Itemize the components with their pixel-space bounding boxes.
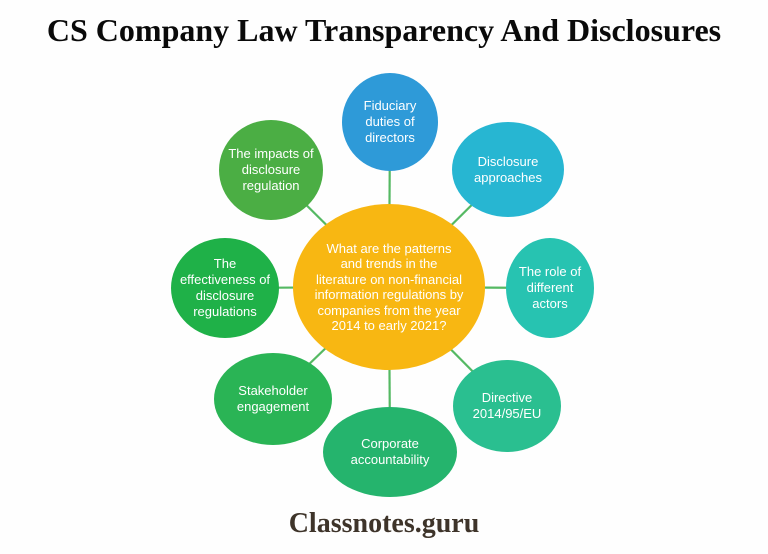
node-corporate-accountability: Corporate accountability <box>323 407 457 497</box>
node-fiduciary-duties: Fiduciary duties of directors <box>342 73 438 171</box>
node-label: The effectiveness of disclosure regulati… <box>179 256 271 319</box>
node-label: Stakeholder engagement <box>236 383 310 414</box>
node-label: The impacts of disclosure regulation <box>228 146 314 193</box>
node-disclosure-approaches: Disclosure approaches <box>452 122 564 217</box>
node-label: The role of different actors <box>518 264 582 311</box>
node-central-question: What are the patterns and trends in the … <box>293 204 485 370</box>
page-title: CS Company Law Transparency And Disclosu… <box>46 12 722 48</box>
node-label: Disclosure approaches <box>474 153 542 185</box>
node-label: Corporate accountability <box>350 436 430 467</box>
node-label: Directive 2014/95/EU <box>472 390 542 421</box>
node-impacts-of-disclosure: The impacts of disclosure regulation <box>219 120 323 220</box>
central-question-label: What are the patterns and trends in the … <box>314 240 464 334</box>
site-brand-text: Classnotes.guru <box>288 508 480 539</box>
node-label: Fiduciary duties of directors <box>363 98 417 145</box>
node-directive-2014-95-eu: Directive 2014/95/EU <box>453 360 561 452</box>
node-stakeholder-engagement: Stakeholder engagement <box>214 353 332 445</box>
node-effectiveness-of-disclosure: The effectiveness of disclosure regulati… <box>171 238 279 338</box>
node-role-of-actors: The role of different actors <box>506 238 594 338</box>
